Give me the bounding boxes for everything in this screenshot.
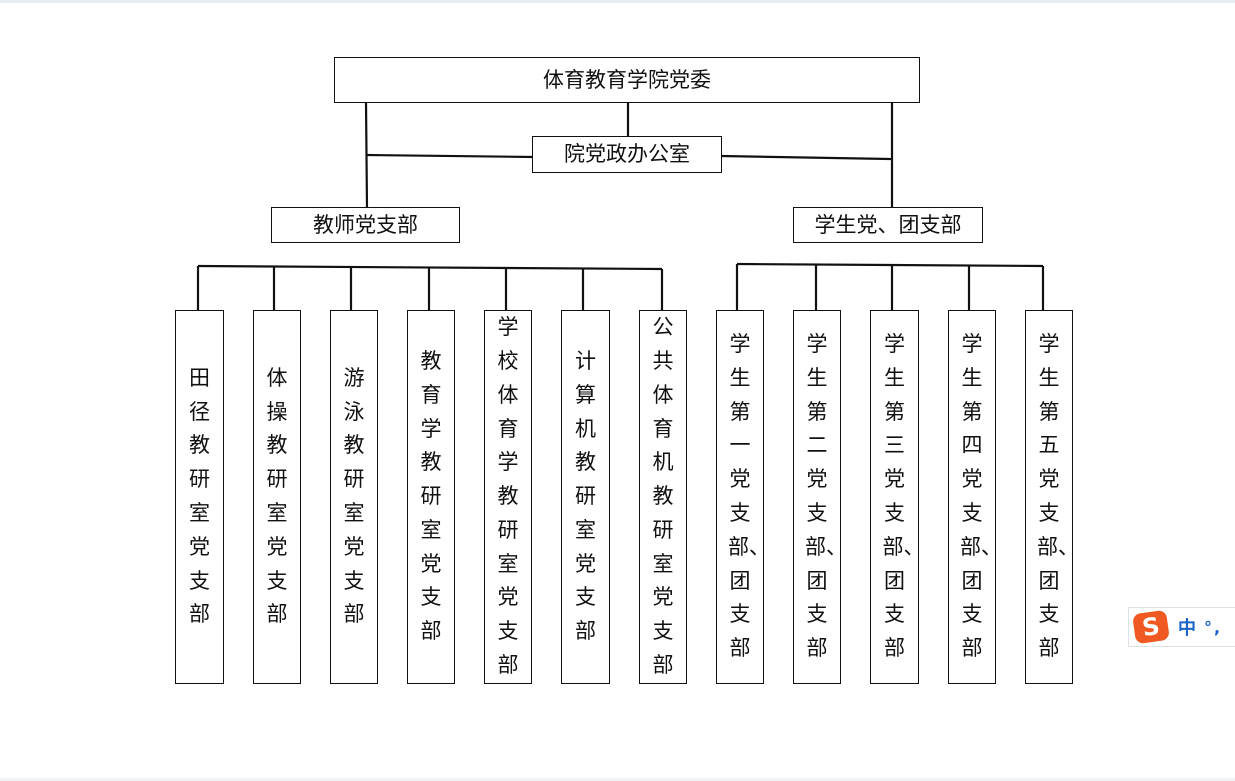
office-label: 院党政办公室 xyxy=(564,142,690,166)
student-sub-branch-label: 学生第二党支部、团支部 xyxy=(805,332,847,661)
ime-language-toggle[interactable]: 中 xyxy=(1178,618,1196,639)
teacher-sub-branch-box: 游泳教研室党支部 xyxy=(330,310,378,684)
sogou-s-icon[interactable]: S xyxy=(1132,609,1170,645)
student-sub-branch-label: 学生第一党支部、团支部 xyxy=(728,332,770,661)
student-sub-branch-box: 学生第五党支部、团支部 xyxy=(1025,310,1079,684)
student-bus xyxy=(736,262,1044,268)
teacher-sub-branch-box: 计算机教研室党支部 xyxy=(561,310,610,684)
top-border xyxy=(0,0,1235,3)
student-sub-branch-box: 学生第四党支部、团支部 xyxy=(948,310,1002,684)
student-sub-branch-box: 学生第一党支部、团支部 xyxy=(716,310,770,684)
office-box: 院党政办公室 xyxy=(532,136,722,173)
ime-status-bar[interactable]: S 中 °, xyxy=(1128,607,1235,647)
ime-punctuation-toggle[interactable]: °, xyxy=(1204,617,1223,637)
student-sub-branch-box: 学生第二党支部、团支部 xyxy=(793,310,847,684)
teacher-sub-branch-label: 公共体育机教研室党支部 xyxy=(652,315,674,678)
root-label: 体育教育学院党委 xyxy=(543,67,711,92)
connector-root-teacher xyxy=(364,101,369,209)
teacher-sub-branch-label: 学校体育学教研室党支部 xyxy=(497,315,519,678)
teacher-sub-branch-box: 学校体育学教研室党支部 xyxy=(484,310,532,684)
student-sub-branch-box: 学生第三党支部、团支部 xyxy=(870,310,925,684)
student-branch-label: 学生党、团支部 xyxy=(814,212,962,237)
student-sub-branch-label: 学生第三党支部、团支部 xyxy=(882,332,925,661)
connector-office-left xyxy=(366,153,534,159)
teacher-sub-branch-label: 田径教研室党支部 xyxy=(189,365,210,627)
root-party-committee-box: 体育教育学院党委 xyxy=(334,57,920,103)
teacher-sub-branch-box: 公共体育机教研室党支部 xyxy=(639,310,687,684)
teacher-sub-branch-box: 教育学教研室党支部 xyxy=(407,310,455,684)
connector-office-right xyxy=(720,154,893,161)
teacher-sub-branch-box: 田径教研室党支部 xyxy=(175,310,224,684)
teacher-sub-branch-label: 教育学教研室党支部 xyxy=(420,348,442,644)
student-sub-branch-label: 学生第四党支部、团支部 xyxy=(960,332,1002,661)
teacher-branch-box: 教师党支部 xyxy=(271,207,460,243)
teacher-sub-branch-label: 体操教研室党支部 xyxy=(266,365,288,627)
bottom-border xyxy=(0,778,1235,781)
teacher-sub-branch-box: 体操教研室党支部 xyxy=(253,310,301,684)
student-sub-branch-label: 学生第五党支部、团支部 xyxy=(1037,332,1079,661)
teacher-sub-branch-label: 计算机教研室党支部 xyxy=(575,348,596,644)
teacher-branch-label: 教师党支部 xyxy=(313,212,418,237)
student-branch-box: 学生党、团支部 xyxy=(793,207,983,243)
teacher-sub-branch-label: 游泳教研室党支部 xyxy=(343,365,365,627)
